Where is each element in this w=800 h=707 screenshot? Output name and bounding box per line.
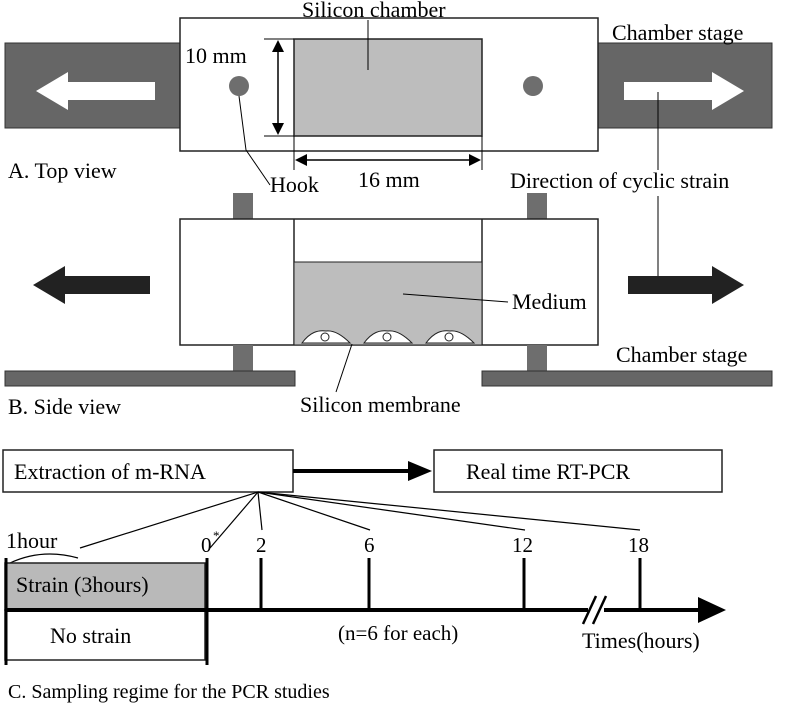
side-view-label: B. Side view [8, 394, 121, 419]
axis-break-slash-1 [581, 595, 598, 625]
interval-label: 1hour [6, 528, 58, 553]
time-label-12: 12 [512, 533, 533, 557]
width-dim-label: 10 mm [185, 43, 247, 68]
medium-leader-line [402, 293, 509, 303]
left-white-arrow [36, 72, 155, 110]
right-hook-circle [523, 76, 543, 96]
strain-box [4, 562, 206, 611]
cell-3-nucleus [444, 332, 454, 342]
no-strain-box [4, 609, 206, 661]
cells [301, 330, 476, 344]
membrane-label: Silicon membrane [300, 392, 461, 417]
fan-line-1hour [79, 491, 259, 549]
fan-line-2 [257, 491, 263, 531]
time-label-0-marker: * [213, 528, 220, 543]
time-label-6: 6 [364, 533, 375, 557]
silicon-chamber-label: Silicon chamber [302, 0, 446, 22]
cell-2-nucleus [382, 332, 392, 342]
right-hook-post-top [527, 193, 547, 219]
cell-1-nucleus [320, 332, 330, 342]
sampling-fan-lines [79, 491, 641, 549]
extraction-box [2, 449, 294, 493]
right-black-arrow [628, 266, 744, 304]
pcr-label: Real time RT-PCR [466, 459, 630, 484]
width-dim-arrow-down [272, 123, 284, 135]
sampling-caption: C. Sampling regime for the PCR studies [8, 681, 330, 703]
strain-box-label: Strain (3hours) [16, 572, 149, 597]
length-dim-arrow-left [295, 154, 307, 166]
right-hook-post-bottom [527, 345, 547, 371]
time-label-0: 0 [201, 533, 212, 557]
top-view: 10 mm 16 mm Silicon chamber Chamber stag… [4, 0, 773, 197]
extraction-label: Extraction of m-RNA [14, 459, 206, 484]
sampling-regime: Extraction of m-RNA Real time RT-PCR 1ho… [2, 449, 726, 703]
fan-line-12 [257, 491, 526, 531]
hook-leader-line [238, 95, 271, 186]
pcr-box [433, 449, 723, 493]
top-view-label: A. Top view [8, 158, 117, 183]
side-chamber-stage-label: Chamber stage [616, 342, 747, 367]
fan-line-6 [257, 491, 371, 531]
axis-break [581, 595, 608, 625]
strain-direction-label: Direction of cyclic strain [510, 168, 729, 193]
time-axis-arrowhead [698, 597, 726, 623]
left-hook-post-top [233, 193, 253, 219]
hook-label: Hook [270, 172, 319, 197]
membrane-leader-line [335, 343, 353, 393]
extraction-to-pcr-arrowhead [408, 461, 432, 481]
left-black-arrow [33, 266, 150, 304]
interval-bracket [9, 553, 79, 564]
time-label-2: 2 [256, 533, 267, 557]
n-note: (n=6 for each) [338, 621, 458, 645]
side-view: Medium Chamber stage B. Side view Silico… [4, 193, 773, 419]
side-left-chamber-stage [4, 370, 296, 387]
no-strain-label: No strain [50, 623, 131, 648]
left-hook-post-bottom [233, 345, 253, 371]
time-label-18: 18 [628, 533, 649, 557]
width-dim-arrow-up [272, 40, 284, 52]
time-axis-label: Times(hours) [582, 628, 700, 653]
fan-line-0 [209, 491, 259, 549]
length-dim-arrow-right [469, 154, 481, 166]
side-right-chamber-stage [481, 370, 773, 387]
silicon-chamber [293, 38, 483, 137]
left-hook-circle [229, 76, 249, 96]
top-chamber-stage-label: Chamber stage [612, 20, 743, 45]
medium-label: Medium [512, 289, 587, 314]
right-white-arrow [624, 72, 744, 110]
fan-line-18 [257, 491, 641, 531]
axis-break-slash-2 [591, 595, 608, 625]
length-dim-label: 16 mm [358, 167, 420, 192]
